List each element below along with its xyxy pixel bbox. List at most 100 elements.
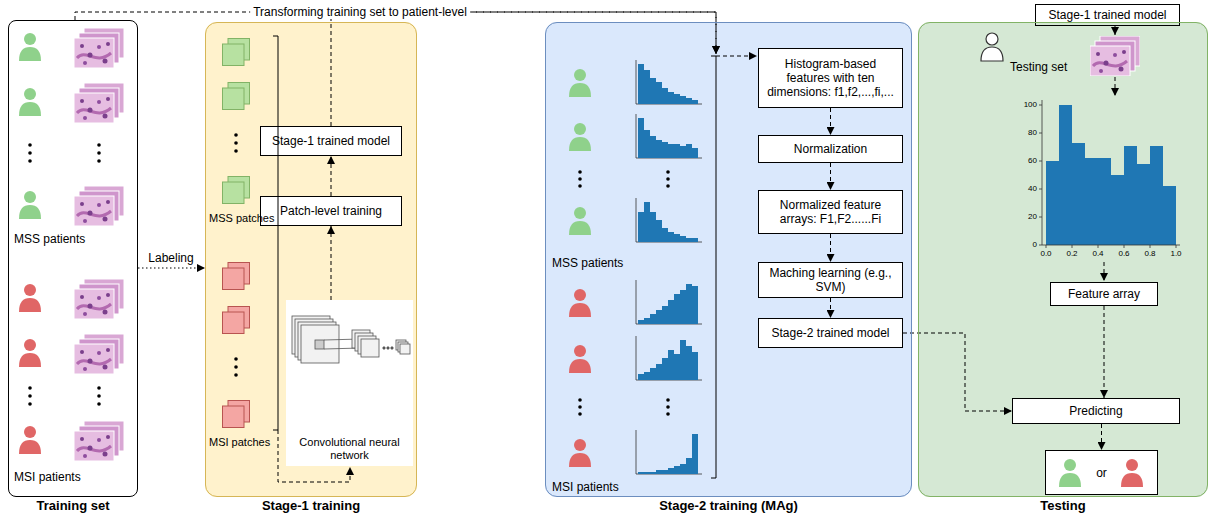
node-text: or (1096, 466, 1107, 480)
dashed-arrow (1104, 306, 1105, 398)
tick-label: 0.8 (1144, 249, 1155, 259)
dashed-arrow (903, 333, 1012, 411)
tick-label: 0.2 (1066, 249, 1077, 259)
dashed-arrow (830, 234, 831, 262)
person-icon (19, 33, 41, 61)
mss-patch (223, 39, 250, 66)
person-icon (981, 33, 1003, 61)
node-text: Histogram-based features with ten dimens… (764, 57, 897, 99)
person-icon (19, 426, 41, 454)
process-box: Feature array (1050, 282, 1158, 306)
cnn-box: Convolutional neural network (286, 300, 413, 466)
dashed-arrow (1115, 77, 1116, 96)
node-text: Normalization (794, 142, 867, 156)
text-label: MSI patches (209, 436, 270, 449)
panel: Training set (8, 20, 138, 497)
histogram (636, 336, 702, 380)
tick-label: 100 (1024, 100, 1037, 110)
process-box: Normalization (758, 135, 903, 163)
tick-label: 40 (1028, 184, 1037, 194)
panel-title: Stage-1 training (186, 498, 436, 513)
text-label: MSS patches (209, 212, 274, 225)
cnn-illustration (292, 316, 410, 363)
histogram (636, 280, 702, 324)
node-text: Stage-2 trained model (771, 326, 889, 340)
histogram-bars (638, 340, 698, 380)
bracket (711, 56, 716, 478)
dotted-arrow (138, 268, 205, 269)
histogram (636, 430, 702, 474)
node-text: Normalized feature arrays: F1,F2......Fi (764, 198, 897, 226)
node-fill (758, 48, 903, 108)
tick-label: 0.4 (1092, 249, 1103, 259)
ellipsis-dots (234, 133, 238, 377)
process-box: Stage-2 trained model (758, 318, 903, 348)
tick-label: 0.6 (1118, 249, 1129, 259)
bracket (273, 36, 278, 430)
person-icon (569, 289, 591, 317)
panel-title: Testing (899, 498, 1214, 513)
histogram-bars (638, 434, 698, 474)
panel: TestingFeature arrayPredictingor (918, 22, 1208, 497)
tick-label: 60 (1028, 156, 1037, 166)
text-label: MSS patients (14, 232, 85, 246)
histogram-bars (638, 202, 698, 242)
tissue-image (74, 279, 124, 319)
tissue-image (74, 334, 124, 374)
dashed-arrow (830, 298, 831, 318)
tissue-image (74, 83, 124, 123)
node-text: Predicting (1069, 404, 1122, 418)
node-text: Feature array (1068, 287, 1140, 301)
panel-title: Training set (0, 498, 157, 513)
node-fill (1050, 282, 1158, 306)
tick-label: 20 (1028, 212, 1037, 222)
ellipsis-dots (578, 170, 670, 416)
node-text: Patch-level training (280, 204, 382, 218)
node-fill (918, 22, 1208, 497)
dashed-arrow (1104, 262, 1105, 281)
person-icon (569, 123, 591, 151)
dashed-arrow (830, 108, 831, 135)
dashed-arrow (716, 56, 757, 57)
ellipsis-dots (28, 143, 101, 406)
node-text: Stage-1 trained model (1048, 8, 1166, 22)
axis-ticks (1039, 105, 1176, 248)
node-fill (1045, 450, 1158, 495)
node-fill (758, 190, 903, 234)
panel: Stage-1 trainingStage-1 trained modelPat… (205, 22, 417, 497)
dashed-arrow (1115, 26, 1116, 35)
person-icon (569, 439, 591, 467)
dashed-arrow (830, 163, 831, 190)
dashed-arrow (331, 12, 716, 126)
process-box: Stage-1 trained model (260, 126, 402, 156)
tick-label: 80 (1028, 128, 1037, 138)
edge-label: Transforming training set to patient-lev… (250, 5, 470, 19)
person-icon (1059, 459, 1081, 487)
msi-patch (223, 307, 250, 334)
person-icon (19, 88, 41, 116)
tissue-image (74, 421, 124, 461)
histogram-bars (638, 64, 698, 104)
msi-patch (223, 401, 250, 428)
process-box: Histogram-based features with ten dimens… (758, 48, 903, 108)
person-icon (569, 345, 591, 373)
person-icon (569, 207, 591, 235)
node-fill (545, 22, 912, 497)
histogram (636, 60, 702, 104)
tissue-image (1090, 36, 1140, 76)
text-label: MSI patients (552, 480, 619, 494)
process-box: Predicting (1012, 398, 1180, 424)
node-text: Maching learning (e.g., SVM) (764, 266, 897, 294)
node-fill (758, 262, 903, 298)
person-icon (19, 191, 41, 219)
node-fill (758, 135, 903, 163)
tick-label: 1.0 (1170, 249, 1181, 259)
mss-patch (223, 83, 250, 110)
panel-title: Stage-2 training (MAg) (526, 498, 931, 513)
testing-art (981, 33, 1180, 487)
histogram-bars (638, 118, 698, 158)
text-label: Testing set (1010, 60, 1067, 74)
tick-label: 0 (1033, 240, 1037, 250)
node-fill (205, 22, 417, 497)
text-label: MSS patients (552, 256, 623, 270)
